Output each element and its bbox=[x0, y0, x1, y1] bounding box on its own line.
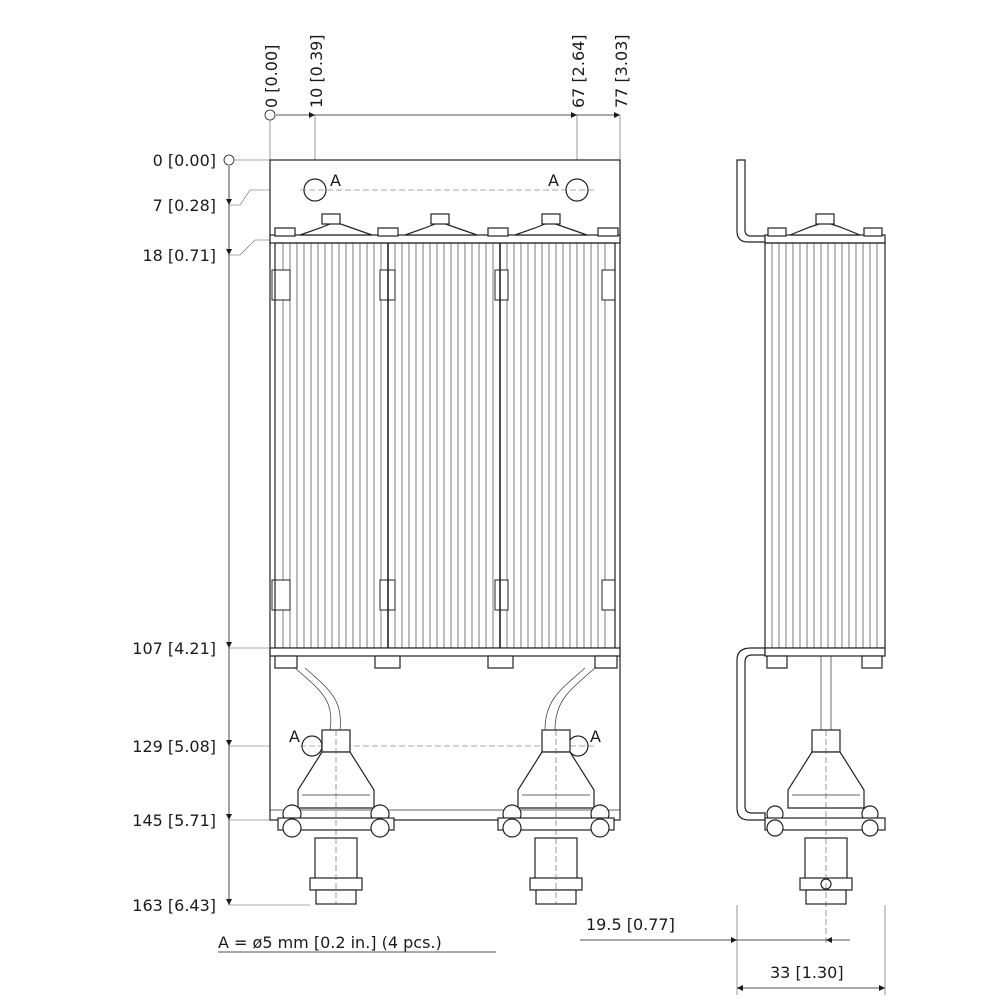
arrow-10 bbox=[309, 112, 315, 118]
hole-label-top-right: A bbox=[548, 171, 559, 190]
ext-y18 bbox=[229, 239, 275, 256]
dim-h67: 67 [2.64] bbox=[569, 34, 588, 108]
heatsink-clip bbox=[494, 269, 509, 301]
hole-size-note: A = ø5 mm [0.2 in.] (4 pcs.) bbox=[218, 933, 442, 952]
origin-marker-x bbox=[264, 109, 276, 121]
dim-h0: 0 [0.00] bbox=[262, 45, 281, 108]
dim-h77: 77 [3.03] bbox=[612, 34, 631, 108]
heatsink-fins-side bbox=[771, 243, 878, 648]
dim-v163: 163 [6.43] bbox=[132, 896, 216, 915]
dim-h10: 10 [0.39] bbox=[307, 34, 326, 108]
bnc-connector-side bbox=[764, 729, 886, 945]
bnc-connector-left bbox=[277, 729, 395, 905]
hole-label-bottom-right: A bbox=[590, 727, 601, 746]
heatsink-clip bbox=[601, 579, 616, 611]
heatsink-clip bbox=[271, 579, 291, 611]
hole-label-top-left: A bbox=[330, 171, 341, 190]
dim-s33: 33 [1.30] bbox=[770, 963, 844, 982]
bottom-blocks bbox=[274, 655, 618, 669]
origin-marker-y bbox=[223, 154, 235, 166]
dim-v18: 18 [0.71] bbox=[142, 246, 216, 265]
dim-s19-5: 19.5 [0.77] bbox=[586, 915, 675, 934]
dim-v107: 107 [4.21] bbox=[132, 639, 216, 658]
top-dimensions: 0 [0.00] 10 [0.39] 67 [2.64] 77 [3.03] bbox=[262, 34, 631, 160]
heatsink-clip bbox=[601, 269, 616, 301]
cables-front bbox=[294, 667, 596, 731]
heatsink-fins-front bbox=[271, 243, 616, 648]
top-cap-nuts bbox=[274, 213, 619, 237]
side-heatsink-block bbox=[764, 242, 886, 649]
dim-v145: 145 [5.71] bbox=[132, 811, 216, 830]
side-bracket-top bbox=[736, 159, 766, 243]
front-view: A A bbox=[218, 159, 621, 953]
left-dimensions: 0 [0.00] 7 [0.28] 18 [0.71] 107 [4.21] 1… bbox=[132, 151, 310, 915]
dim-v0: 0 [0.00] bbox=[153, 151, 216, 170]
dim-v7: 7 [0.28] bbox=[153, 196, 216, 215]
hole-label-bottom-left: A bbox=[289, 727, 300, 746]
arrow-77 bbox=[614, 112, 620, 118]
arrow-67 bbox=[571, 112, 577, 118]
top-cap-strip bbox=[269, 234, 621, 244]
dim-v129: 129 [5.08] bbox=[132, 737, 216, 756]
side-bracket-bottom bbox=[736, 647, 766, 821]
mounting-plate bbox=[269, 159, 621, 821]
heatsink-clip bbox=[271, 269, 291, 301]
side-view: 19.5 [0.77] 33 [1.30] bbox=[580, 159, 886, 995]
heatsink-clip bbox=[494, 579, 509, 611]
bottom-cap-strip bbox=[269, 647, 621, 657]
bnc-connector-right bbox=[497, 729, 615, 905]
